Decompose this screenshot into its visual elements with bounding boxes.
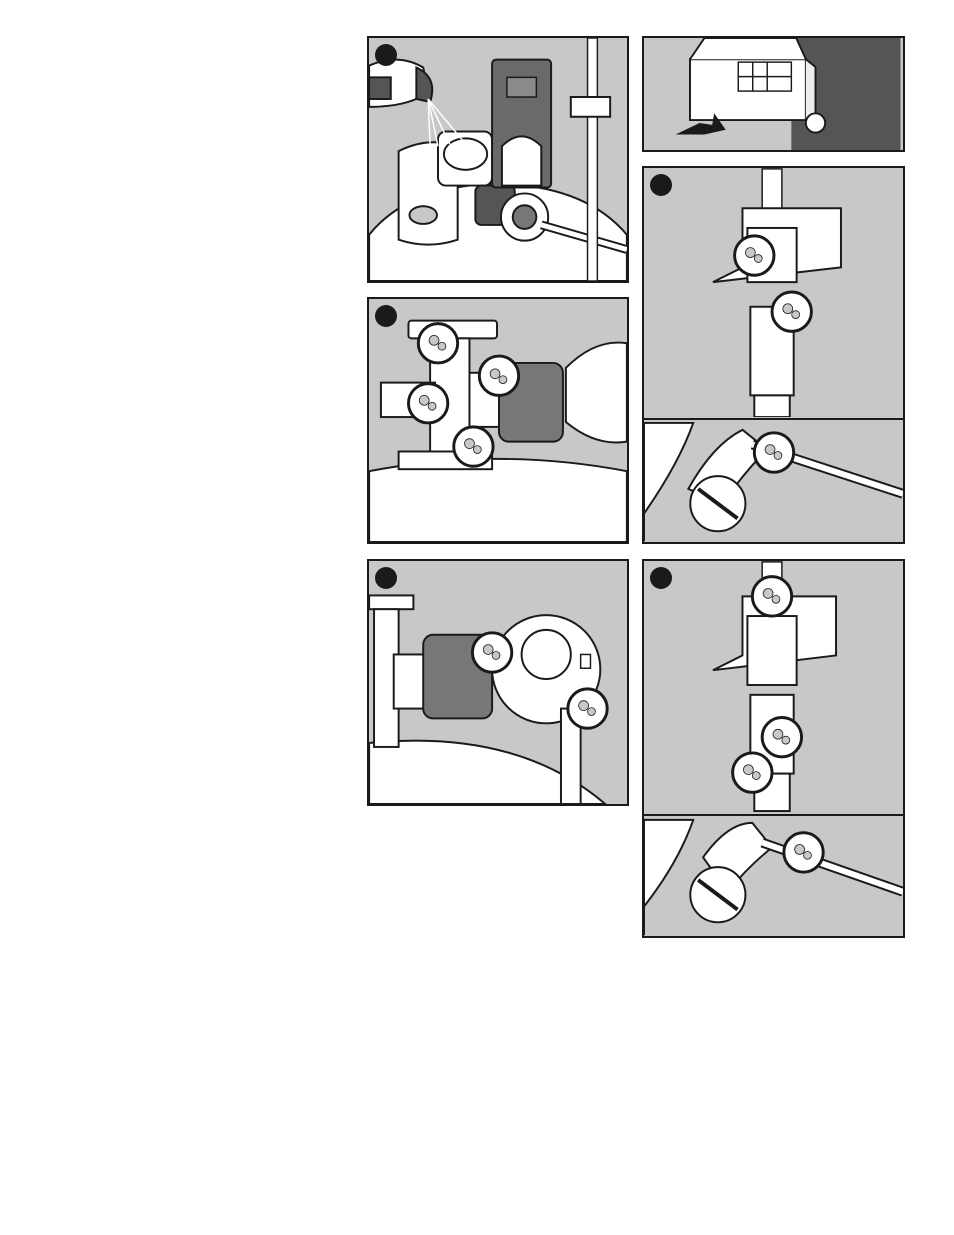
inset-divider — [644, 814, 903, 816]
illustration-panel-valve-leak-points — [367, 297, 629, 544]
illustration-panel-regulator-leak-points — [367, 559, 629, 806]
step-marker-icon — [650, 567, 672, 589]
step-marker-icon — [375, 305, 397, 327]
step-marker-icon — [375, 567, 397, 589]
control-knob-icon — [644, 38, 903, 150]
hose-bracket-icon — [644, 561, 903, 936]
illustration-panel-hose-bracket-leak-points — [642, 166, 905, 544]
illustration-panel-hose-bracket-leak-points-2 — [642, 559, 905, 938]
illustration-panel-spray-tank — [367, 36, 629, 283]
inset-divider — [644, 418, 903, 420]
step-marker-icon — [375, 44, 397, 66]
regulator-icon — [369, 561, 627, 804]
tank-valve-icon — [369, 299, 627, 542]
spray-bottle-icon — [369, 38, 627, 281]
step-marker-icon — [650, 174, 672, 196]
illustration-panel-control-knob — [642, 36, 905, 152]
hose-bracket-icon — [644, 168, 903, 542]
